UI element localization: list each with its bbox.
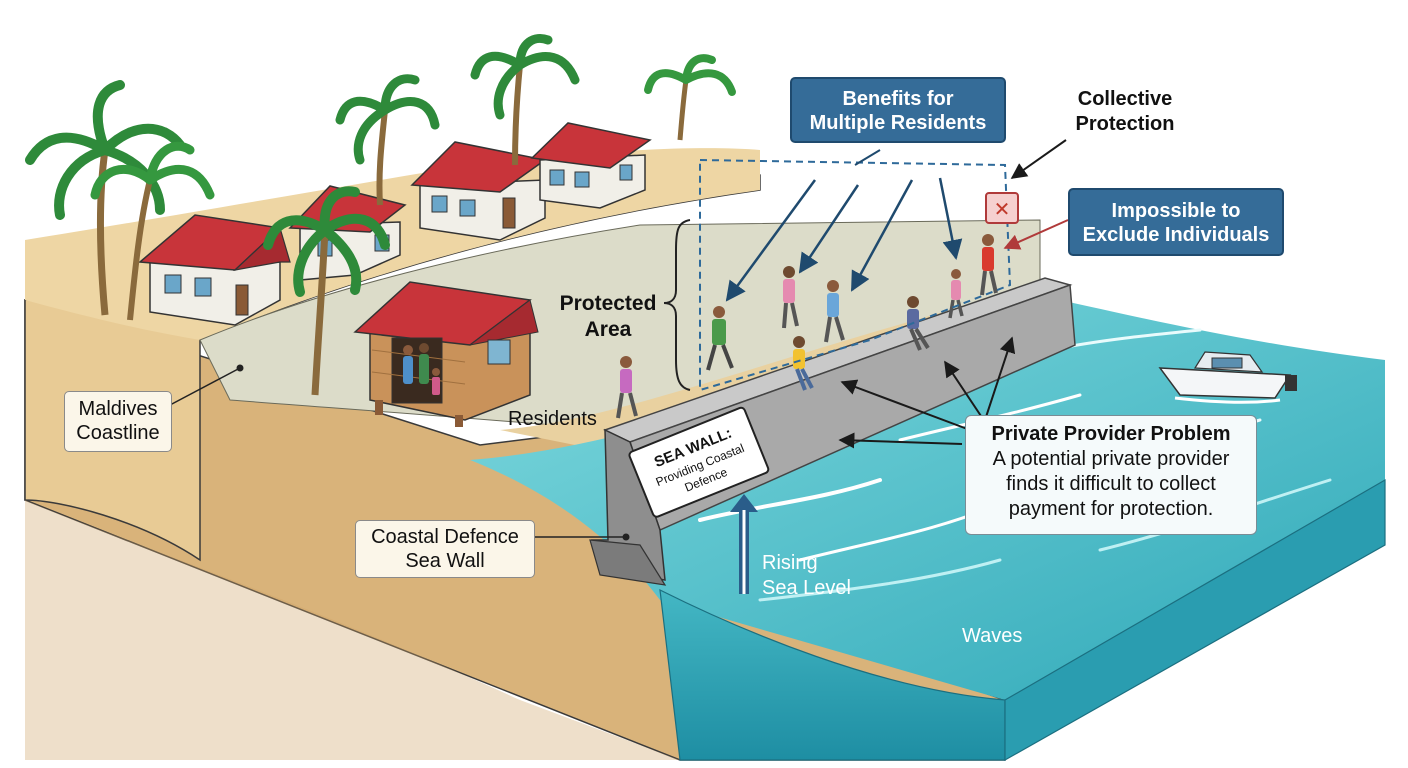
waves-label: Waves	[962, 625, 1023, 647]
houses	[138, 122, 652, 427]
protected-area-label: Protected Area	[548, 291, 668, 343]
collective-line-1: Collective	[1077, 88, 1173, 110]
collective-line-2: Protection	[1075, 113, 1175, 135]
person	[782, 266, 799, 329]
exclusion-marker: ✕	[985, 192, 1019, 224]
collective-protection-label: Collective Protection	[1060, 87, 1190, 137]
maldives-line-1: Maldives	[78, 398, 158, 420]
person	[948, 269, 964, 319]
person	[616, 356, 638, 419]
maldives-coastline-label: Maldives Coastline	[64, 391, 172, 452]
rising-line-1: Rising	[762, 552, 818, 574]
palm-tree	[90, 141, 215, 321]
person	[907, 296, 930, 351]
impossible-line-2: Exclude Individuals	[1082, 224, 1270, 246]
palm-tree	[25, 80, 185, 316]
maldives-line-2: Coastline	[76, 422, 160, 444]
benefits-line-1: Benefits for	[842, 88, 954, 110]
person	[706, 306, 734, 371]
palm-tree	[263, 186, 390, 396]
boat	[1158, 351, 1297, 404]
private-provider-box: Private Provider Problem A potential pri…	[965, 415, 1257, 535]
palm-tree	[644, 54, 736, 141]
person	[824, 280, 845, 343]
private-body-line-1: A potential private provider	[992, 448, 1230, 470]
benefits-label: Benefits for Multiple Residents	[790, 77, 1006, 143]
palm-tree	[470, 34, 580, 166]
protected-area-bracket	[663, 219, 691, 391]
rising-line-2: Sea Level	[762, 577, 851, 599]
private-body-line-3: payment for protection.	[1008, 498, 1214, 520]
private-body-line-2: finds it difficult to collect	[1006, 473, 1216, 495]
benefits-line-2: Multiple Residents	[809, 112, 987, 134]
palm-tree	[335, 74, 440, 206]
coastal-line-1: Coastal Defence	[371, 526, 519, 548]
house-back-1	[410, 141, 547, 241]
exclude-x-icon: ✕	[994, 197, 1011, 221]
person	[980, 234, 998, 296]
house-back-2	[530, 122, 652, 209]
person	[793, 336, 814, 391]
protected-line-1: Protected	[559, 292, 657, 315]
protected-line-2: Area	[584, 318, 632, 341]
private-provider-title: Private Provider Problem	[991, 423, 1231, 445]
arrows	[169, 139, 1069, 594]
impossible-line-1: Impossible to	[1111, 200, 1241, 222]
coastal-defence-label: Coastal Defence Sea Wall	[355, 520, 535, 578]
impossible-label: Impossible to Exclude Individuals	[1068, 188, 1284, 256]
rising-sea-level-label: Rising Sea Level	[762, 551, 851, 601]
coastal-line-2: Sea Wall	[405, 550, 485, 572]
residents-label: Residents	[508, 408, 597, 430]
residents-figures	[616, 234, 998, 419]
palm-trees	[25, 34, 736, 396]
protection-zone	[699, 158, 1012, 392]
wooden-hut	[353, 281, 539, 427]
sea	[470, 300, 1386, 762]
